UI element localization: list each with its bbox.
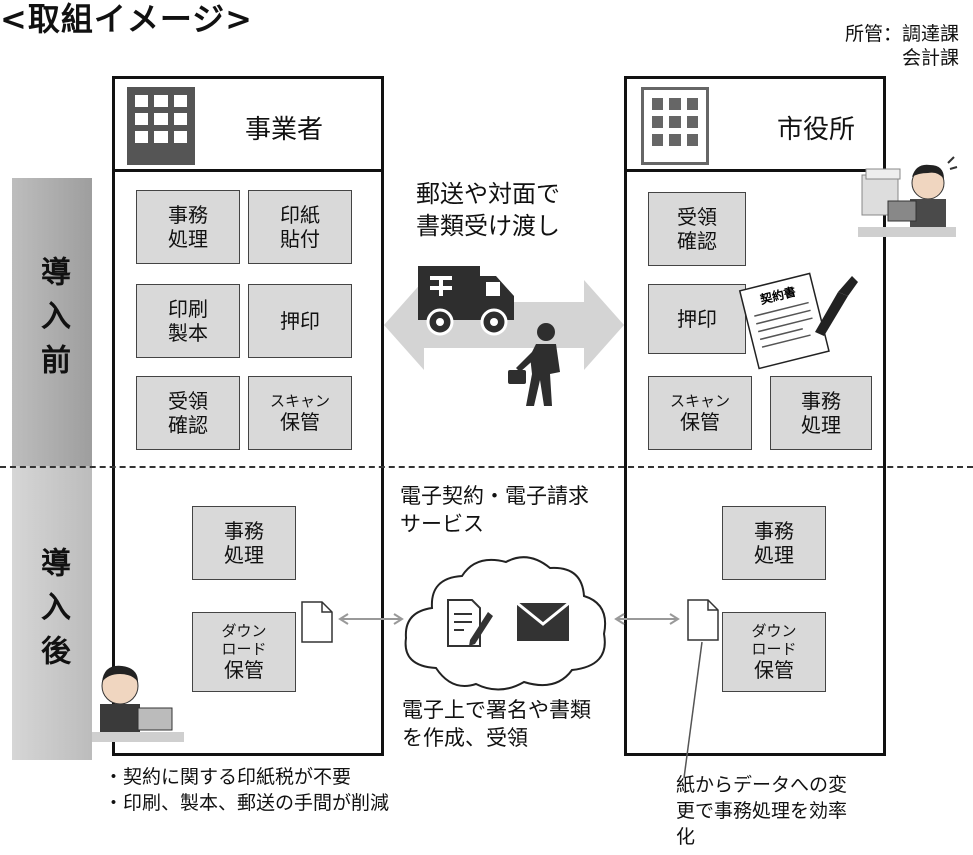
connector-arrow-left (338, 613, 404, 625)
city-name: 市役所 (777, 115, 856, 145)
office-worker-icon (858, 156, 958, 237)
document-signature-icon (447, 599, 493, 647)
city-task-scan: スキャン 保管 (648, 376, 752, 450)
pointer-line (683, 641, 703, 779)
task-line: 処理 (168, 227, 208, 251)
delivery-truck-icon (418, 266, 514, 336)
business-after-jimu: 事務 処理 (192, 506, 296, 580)
city-note-2: 更で事務処理を効率 (676, 800, 848, 822)
task-line: 受領 (677, 205, 717, 229)
task-line: 確認 (677, 229, 717, 253)
task-line: スキャン (269, 392, 330, 410)
task-line: 事務 (801, 389, 841, 413)
before-exchange-line-1: 郵送や対面で (416, 180, 560, 208)
task-line: 事務 (224, 519, 264, 543)
task-line: 保管 (754, 658, 794, 682)
task-line: 事務 (168, 203, 208, 227)
task-line: 保管 (680, 410, 720, 434)
business-note-2: ・印刷、製本、郵送の手間が削減 (104, 792, 390, 814)
city-header: 市役所 (624, 76, 886, 172)
task-line: 受領 (168, 389, 208, 413)
electronic-caption-line-1: 電子上で署名や書類 (402, 698, 591, 722)
phase-after-text: 導入後 (35, 547, 70, 679)
task-line: 印紙 (280, 203, 320, 227)
business-task-inshi: 印紙 貼付 (248, 190, 352, 264)
city-task-juryo: 受領 確認 (648, 192, 746, 266)
business-task-insatsu: 印刷 製本 (136, 284, 240, 358)
task-line: 貼付 (280, 227, 320, 251)
building-icon (641, 87, 709, 165)
building-icon (127, 87, 195, 165)
task-line: 押印 (677, 307, 717, 331)
business-note-1: ・契約に関する印紙税が不要 (104, 766, 352, 788)
service-label-line-1: 電子契約・電子請求 (400, 484, 589, 508)
department-label: 所管：調達課 会計課 (845, 22, 959, 70)
city-after-download: ダウン ロード 保管 (722, 612, 826, 692)
task-line: 処理 (754, 543, 794, 567)
city-note-3: 化 (676, 826, 696, 848)
phase-after-label: 導入後 (12, 466, 92, 760)
business-task-jimu: 事務 処理 (136, 190, 240, 264)
before-exchange-label: 郵送や対面で 書類受け渡し (416, 178, 560, 242)
department-line-2: 会計課 (901, 47, 959, 69)
task-line: 保管 (224, 658, 264, 682)
businessman-walking-icon (508, 323, 560, 406)
task-line: 保管 (280, 410, 320, 434)
city-notes: 紙からデータへの変 更で事務処理を効率 化 (676, 772, 847, 850)
connector-arrow-right (614, 613, 680, 625)
task-line: 事務 (754, 519, 794, 543)
phase-before-label: 導入前 (12, 178, 92, 466)
service-label: 電子契約・電子請求 サービス (400, 482, 589, 538)
city-note-1: 紙からデータへの変 (676, 774, 848, 796)
phase-before-text: 導入前 (35, 256, 70, 388)
city-task-oin: 押印 (648, 284, 746, 354)
business-name: 事業者 (245, 115, 324, 145)
task-line: スキャン (669, 392, 730, 410)
mail-icon (516, 602, 570, 641)
office-worker-icon (92, 665, 184, 742)
business-after-download: ダウン ロード 保管 (192, 612, 296, 692)
task-line: ダウン (751, 622, 797, 640)
contract-document-illustration: 契約書 (738, 272, 858, 370)
electronic-caption-line-2: を作成、受領 (402, 726, 528, 750)
task-line: 押印 (280, 309, 320, 333)
cloud-icon (404, 556, 606, 691)
before-exchange-line-2: 書類受け渡し (416, 212, 560, 240)
task-line: ロード (221, 640, 267, 658)
business-header: 事業者 (112, 76, 384, 172)
page-title: <取組イメージ> (0, 0, 253, 38)
task-line: 処理 (224, 543, 264, 567)
business-notes: ・契約に関する印紙税が不要 ・印刷、製本、郵送の手間が削減 (104, 764, 389, 816)
task-line: 処理 (801, 413, 841, 437)
service-label-line-2: サービス (400, 512, 484, 536)
business-task-oin: 押印 (248, 284, 352, 358)
document-icon (687, 599, 719, 641)
task-line: 製本 (168, 321, 208, 345)
business-task-scan: スキャン 保管 (248, 376, 352, 450)
document-icon (301, 601, 333, 643)
electronic-caption: 電子上で署名や書類 を作成、受領 (402, 696, 591, 752)
task-line: ロード (751, 640, 797, 658)
task-line: 印刷 (168, 297, 208, 321)
phase-divider (0, 466, 973, 468)
business-task-juryo: 受領 確認 (136, 376, 240, 450)
city-after-jimu: 事務 処理 (722, 506, 826, 580)
city-task-jimu: 事務 処理 (770, 376, 872, 450)
department-line-1: 所管：調達課 (844, 23, 959, 45)
task-line: 確認 (168, 413, 208, 437)
task-line: ダウン (221, 622, 267, 640)
